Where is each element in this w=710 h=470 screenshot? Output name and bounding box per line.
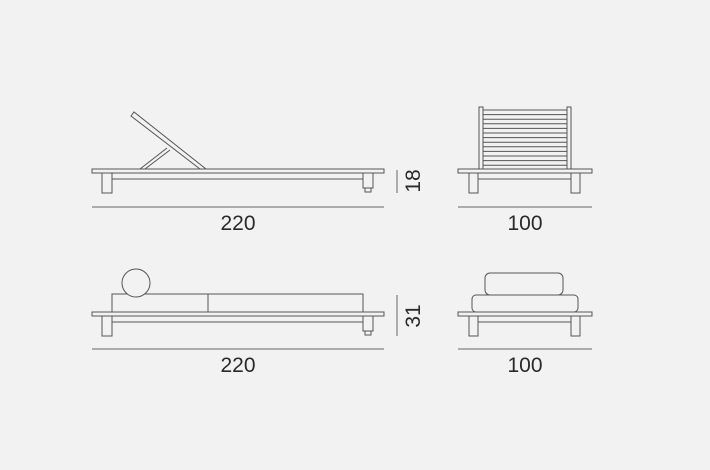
leg-right — [362, 172, 374, 189]
length-label: 220 — [220, 354, 255, 377]
leg-left — [468, 315, 479, 337]
mattress — [471, 294, 579, 313]
width-label: 100 — [507, 354, 542, 377]
leg-right — [362, 315, 374, 332]
leg-right — [570, 172, 581, 194]
length-label: 220 — [220, 212, 255, 235]
wheel — [364, 187, 372, 193]
height-label: 31 — [402, 304, 425, 327]
height-label: 18 — [402, 169, 425, 192]
platform — [457, 168, 593, 174]
platform — [457, 311, 593, 317]
pillow — [484, 272, 564, 296]
backrest — [130, 111, 208, 170]
leg-right — [570, 315, 581, 337]
side-view-cushion — [91, 268, 398, 350]
platform — [91, 311, 385, 317]
mattress — [111, 293, 364, 313]
side-view-reclined — [91, 111, 398, 208]
leg-left — [101, 315, 113, 337]
width-label: 100 — [507, 212, 542, 235]
front-view-backrest — [457, 106, 593, 208]
wheel — [364, 330, 372, 336]
roll-pillow — [121, 268, 151, 298]
backrest-slats — [483, 109, 567, 166]
leg-left — [468, 172, 479, 194]
front-view-cushion — [457, 272, 593, 350]
leg-left — [101, 172, 113, 194]
platform — [91, 168, 385, 174]
